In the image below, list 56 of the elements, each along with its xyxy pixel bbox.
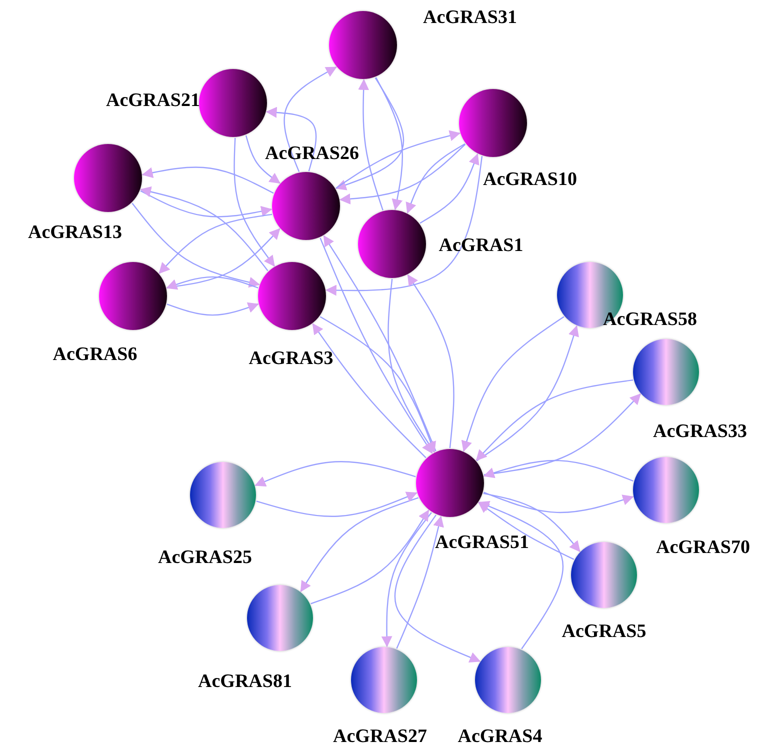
arrow bbox=[234, 138, 275, 267]
arrow bbox=[478, 502, 574, 560]
arrow bbox=[420, 153, 480, 224]
node-label: AcGRAS3 bbox=[248, 348, 334, 370]
node-label: AcGRAS13 bbox=[28, 222, 122, 244]
arrow bbox=[484, 492, 634, 514]
arrow bbox=[166, 302, 259, 316]
arrow bbox=[166, 276, 258, 290]
node-label: AcGRAS70 bbox=[656, 537, 750, 559]
arrow bbox=[339, 144, 466, 204]
arrow bbox=[336, 130, 461, 189]
arrow bbox=[312, 323, 426, 458]
arrow bbox=[388, 278, 435, 453]
arrow bbox=[396, 516, 444, 649]
arrow bbox=[320, 316, 436, 453]
arrow bbox=[375, 77, 404, 210]
node-label: AcGRAS5 bbox=[562, 621, 646, 643]
arrow bbox=[140, 190, 272, 218]
arrow bbox=[484, 393, 641, 476]
arrow bbox=[284, 66, 337, 172]
arrow bbox=[476, 379, 634, 461]
arrow bbox=[483, 492, 580, 552]
arrow bbox=[245, 135, 281, 184]
arrow bbox=[158, 214, 272, 274]
node-label: AcGRAS51 bbox=[435, 532, 529, 554]
arrow bbox=[266, 106, 317, 172]
node-label: AcGRAS1 bbox=[438, 235, 524, 257]
arrow bbox=[407, 274, 454, 448]
node-label: AcGRAS25 bbox=[158, 547, 252, 569]
node-label: AcGRAS4 bbox=[458, 726, 542, 748]
arrow bbox=[478, 500, 564, 650]
arrow bbox=[142, 166, 274, 194]
arrow bbox=[483, 460, 634, 482]
arrow bbox=[140, 186, 268, 272]
node-label: AcGRAS10 bbox=[483, 169, 577, 191]
arrow bbox=[476, 325, 579, 462]
arrow bbox=[254, 461, 416, 487]
arrow bbox=[358, 78, 384, 210]
node-label: AcGRAS6 bbox=[52, 344, 138, 366]
arrow bbox=[406, 143, 466, 214]
arrow bbox=[381, 512, 432, 648]
arrow bbox=[394, 514, 481, 663]
node-label: AcGRAS27 bbox=[333, 726, 427, 748]
arrow bbox=[335, 77, 404, 190]
node-label: AcGRAS26 bbox=[265, 143, 359, 165]
node-label: AcGRAS81 bbox=[198, 671, 292, 693]
arrow bbox=[256, 492, 418, 517]
node-label: AcGRAS33 bbox=[653, 421, 747, 443]
node-label: AcGRAS31 bbox=[423, 7, 517, 29]
arrow bbox=[132, 202, 260, 288]
node-label: AcGRAS58 bbox=[603, 309, 697, 331]
arrow bbox=[300, 497, 418, 592]
arrow bbox=[461, 316, 564, 452]
arrow bbox=[310, 510, 429, 604]
arrow bbox=[325, 156, 483, 296]
node-label: AcGRAS21 bbox=[106, 90, 200, 112]
